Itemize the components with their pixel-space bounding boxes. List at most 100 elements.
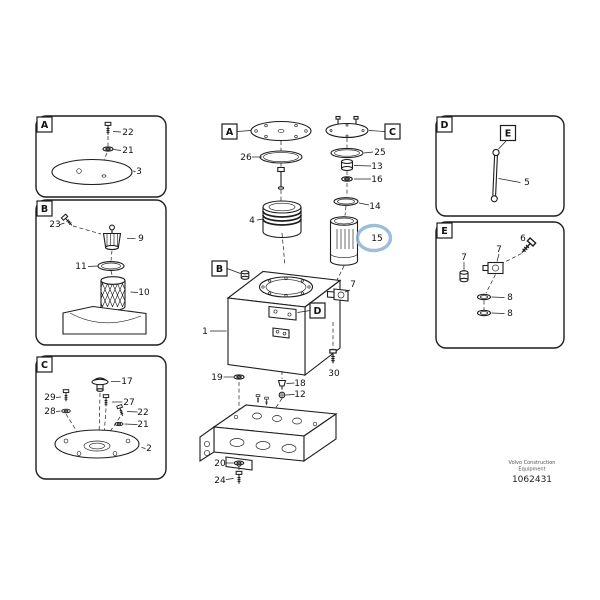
- callout-5[interactable]: 5: [524, 178, 530, 188]
- part-29-bolt: [62, 389, 70, 402]
- dipstick-plug: [277, 166, 285, 190]
- callout-18[interactable]: 18: [294, 379, 306, 389]
- part-20-spacer: [233, 460, 245, 466]
- panel-e-border: [435, 221, 565, 349]
- callout-21b[interactable]: 21: [137, 420, 148, 430]
- callout-23[interactable]: 23: [49, 220, 60, 230]
- main-ref-d: D: [314, 306, 322, 317]
- panel-b-letter: B: [41, 204, 48, 215]
- callout-22[interactable]: 22: [122, 128, 133, 138]
- callout-8a[interactable]: 8: [507, 293, 513, 303]
- part-27-bolt: [102, 394, 110, 407]
- callout-7[interactable]: 7: [350, 280, 356, 290]
- callout-4[interactable]: 4: [249, 216, 255, 226]
- part-9-breather-cap: [102, 224, 122, 251]
- tank-breather-boss: [240, 270, 250, 280]
- callout-9[interactable]: 9: [138, 234, 144, 244]
- callout-20[interactable]: 20: [214, 459, 226, 469]
- callout-17[interactable]: 17: [121, 377, 132, 387]
- panel-d-letter: D: [441, 120, 449, 131]
- part-24-bolt: [235, 470, 243, 485]
- top-cover-a: [250, 120, 312, 142]
- panel-b-border: [35, 199, 167, 346]
- callout-13[interactable]: 13: [371, 162, 382, 172]
- brand-text-line2: Equipment: [518, 467, 545, 473]
- callout-25[interactable]: 25: [374, 148, 385, 158]
- callout-19[interactable]: 19: [211, 373, 223, 383]
- panel-c-border: [35, 355, 167, 480]
- part-8-oring-lower: [476, 309, 492, 317]
- callout-10[interactable]: 10: [138, 288, 150, 298]
- inset-panel-a: A 22 21 3: [35, 115, 167, 198]
- main-ref-a: A: [226, 127, 234, 138]
- mounting-bracket: [62, 305, 147, 335]
- part-17-cap: [91, 377, 109, 392]
- callout-26[interactable]: 26: [240, 153, 252, 163]
- part-8-oring-upper: [476, 293, 492, 301]
- tank-front-plate: [268, 305, 297, 321]
- part-12-plug: [278, 391, 286, 399]
- callout-3[interactable]: 3: [136, 167, 142, 177]
- callout-29[interactable]: 29: [44, 393, 56, 403]
- callout-24[interactable]: 24: [214, 476, 226, 486]
- brand-text-line1: Volvo Construction: [509, 460, 556, 466]
- callout-16[interactable]: 16: [371, 175, 383, 185]
- main-ref-b: B: [216, 264, 223, 275]
- part-5-link-rod: [490, 148, 500, 203]
- callout-6[interactable]: 6: [520, 234, 526, 244]
- part-22-bolt: [104, 121, 112, 136]
- top-cover-c: [325, 115, 369, 139]
- part-28-washer: [61, 408, 71, 414]
- callout-11[interactable]: 11: [75, 262, 86, 272]
- callout-27[interactable]: 27: [123, 398, 134, 408]
- panel-e-letter-box: [436, 222, 453, 239]
- part-13-fitting: [340, 158, 354, 172]
- part-21-washer: [102, 146, 114, 152]
- part-3-cover-plate: [51, 158, 133, 186]
- part-15-filter-cartridge: [329, 216, 359, 266]
- part-26-oring: [259, 150, 303, 164]
- inset-panel-d: D E 5: [435, 115, 565, 217]
- part-2-cover-plate: [54, 429, 140, 459]
- part-19-washer: [233, 374, 245, 380]
- callout-7a[interactable]: 7: [496, 245, 502, 255]
- panel-a-letter: A: [41, 120, 49, 131]
- panel-d-ref-e: E: [505, 129, 512, 140]
- panel-a-letter-box: [36, 116, 53, 133]
- inset-panel-b: B: [35, 199, 167, 346]
- callout-1[interactable]: 1: [202, 327, 208, 337]
- footer: Volvo Construction Equipment 1062431: [509, 460, 556, 485]
- part-7-nipple-fitting: [459, 270, 469, 283]
- panel-b-letter-box: [36, 200, 53, 217]
- callout-8b[interactable]: 8: [507, 309, 513, 319]
- part-7-tank-fitting: [326, 288, 349, 302]
- part-10-filter-element: [100, 276, 126, 311]
- callout-14[interactable]: 14: [369, 202, 381, 212]
- highlight-ellipse-part-15: [355, 223, 393, 253]
- part-25-oring: [330, 147, 364, 159]
- callout-21[interactable]: 21: [122, 146, 133, 156]
- callout-7b[interactable]: 7: [461, 253, 467, 263]
- part-4-strainer: [262, 200, 302, 239]
- callout-12[interactable]: 12: [294, 390, 305, 400]
- panel-a-border: [35, 115, 167, 198]
- panel-d-letter-box: [436, 116, 453, 133]
- mounting-frame: [199, 394, 338, 471]
- callout-22b[interactable]: 22: [137, 408, 148, 418]
- callout-2[interactable]: 2: [146, 444, 152, 454]
- inset-panel-c: C 17: [35, 355, 167, 480]
- part-30-bolt: [329, 349, 337, 364]
- inset-panel-e: E 6 7 7 8 8: [435, 221, 565, 349]
- doc-number: 1062431: [512, 475, 552, 485]
- callout-15[interactable]: 15: [371, 234, 382, 244]
- part-11-ring: [97, 261, 125, 271]
- panel-d-border: [435, 115, 565, 217]
- part-23-bolt: [60, 213, 75, 228]
- callout-28[interactable]: 28: [44, 407, 56, 417]
- frame-bolt-a: [255, 394, 261, 404]
- main-assembly: A: [199, 115, 401, 486]
- part-7-elbow-fitting: [482, 261, 504, 275]
- callout-30[interactable]: 30: [328, 369, 340, 379]
